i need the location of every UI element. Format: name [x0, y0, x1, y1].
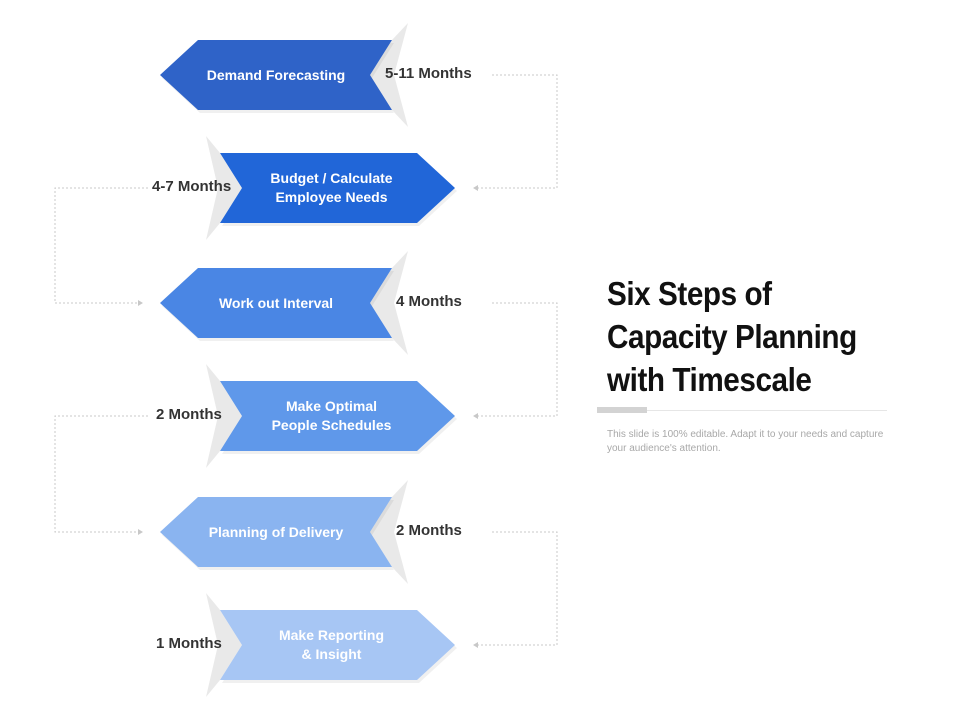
step-duration-4: 2 Months	[156, 406, 222, 423]
connector-arrowhead-5	[473, 642, 478, 648]
step-duration-2: 4-7 Months	[152, 178, 232, 195]
title-underline	[647, 410, 887, 411]
connector-line-2	[54, 187, 148, 304]
connector-arrowhead-3	[473, 413, 478, 419]
connector-arrowhead-1	[473, 185, 478, 191]
connector-arrowhead-4	[138, 529, 143, 535]
page-subtitle: This slide is 100% editable. Adapt it to…	[607, 429, 884, 454]
step-duration-1: 5-11 Months	[385, 65, 472, 82]
arrow-shadow-flap	[370, 251, 408, 355]
page-title: Six Steps of Capacity Planning with Time…	[607, 275, 857, 398]
connector-line-5	[478, 531, 558, 646]
arrow-shadow-flap	[206, 364, 242, 468]
arrow-shadow-flap	[206, 593, 242, 697]
step-arrow-4	[220, 381, 455, 451]
step-arrow-5	[160, 497, 392, 567]
step-duration-6: 1 Months	[156, 635, 222, 652]
connector-line-1	[478, 74, 558, 189]
step-duration-5: 2 Months	[396, 522, 462, 539]
connector-arrowhead-2	[138, 300, 143, 306]
connector-line-3	[478, 302, 558, 417]
step-duration-3: 4 Months	[396, 293, 462, 310]
step-arrows	[160, 23, 457, 697]
step-arrow-2	[220, 153, 455, 223]
step-arrow-1	[160, 40, 392, 110]
arrow-shadow-flap	[370, 480, 408, 584]
step-arrow-6	[220, 610, 455, 680]
title-underline-accent	[597, 407, 647, 413]
connector-lines	[54, 74, 558, 648]
step-arrow-3	[160, 268, 392, 338]
connector-line-4	[54, 415, 148, 533]
arrow-shadow-flap	[370, 23, 408, 127]
arrow-shadow-flap	[206, 136, 242, 240]
